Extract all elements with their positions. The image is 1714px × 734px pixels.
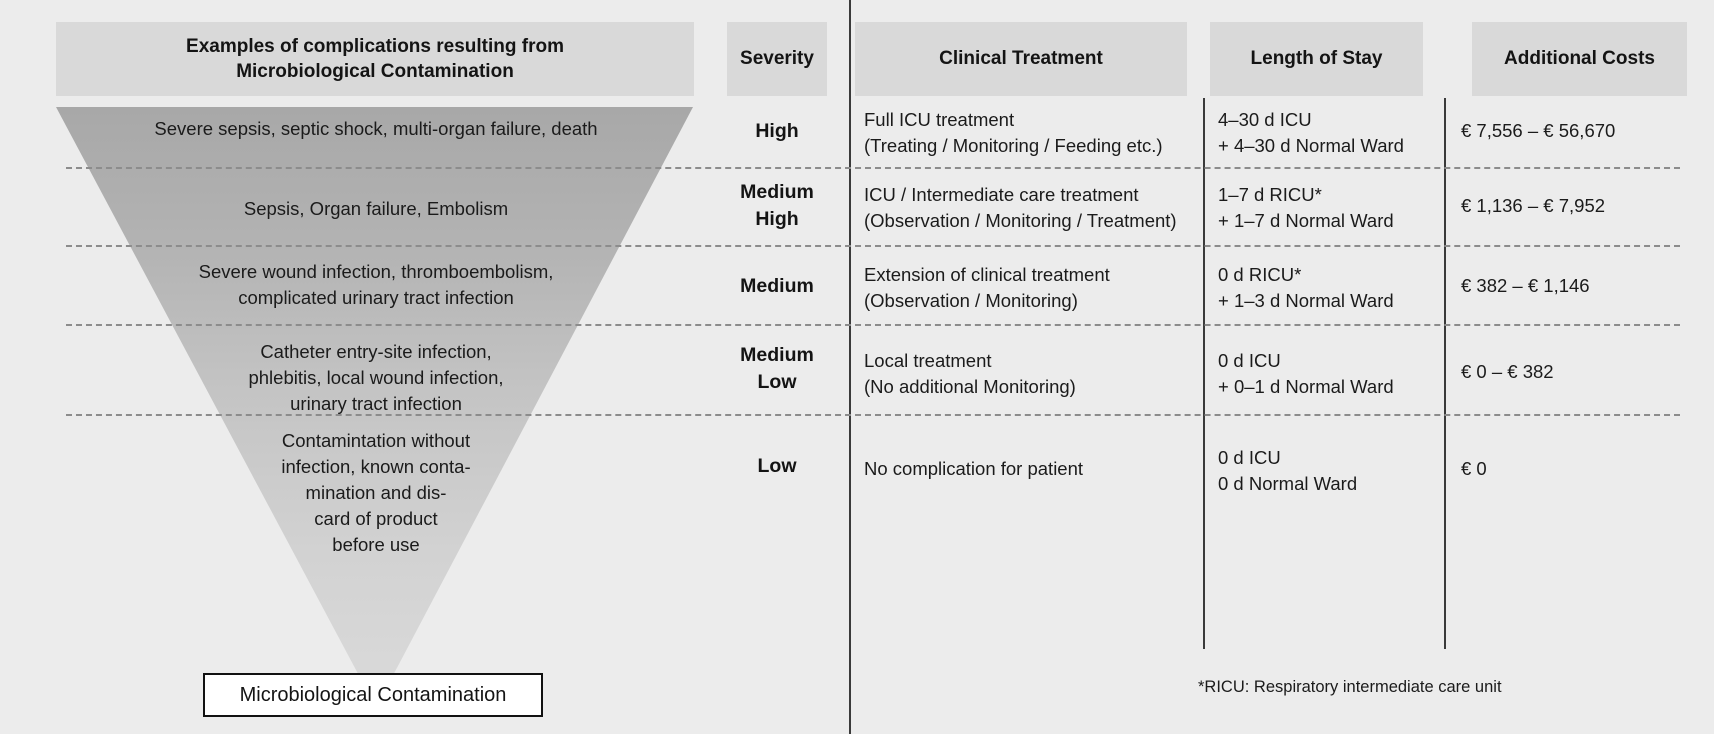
stay-line2: + 4–30 d Normal Ward [1218, 135, 1404, 157]
complication-text-line3: urinary tract infection [290, 392, 462, 414]
costs-value: € 0 [1461, 456, 1701, 482]
stay-value: 0 d RICU* + 1–3 d Normal Ward [1218, 262, 1446, 315]
costs-line1: € 7,556 – € 56,670 [1461, 120, 1616, 141]
table-row: Severe sepsis, septic shock, multi-organ… [66, 116, 686, 142]
complication-text-line1: Contamintation without [281, 430, 471, 451]
stay-value: 0 d ICU 0 d Normal Ward [1218, 445, 1446, 498]
severity-line1: Low [757, 455, 797, 477]
treatment-line1: ICU / Intermediate care treatment [864, 184, 1139, 205]
table-row: Sepsis, Organ failure, Embolism [66, 196, 686, 222]
treatment-value: Full ICU treatment (Treating / Monitorin… [864, 107, 1200, 160]
severity-value: Low [711, 453, 843, 480]
stay-line2: + 1–7 d Normal Ward [1218, 210, 1394, 232]
stay-line1: 0 d ICU [1218, 350, 1281, 371]
row-separator-4 [66, 414, 1680, 416]
complication-text-line3: mination and dis- card of product before… [305, 481, 447, 555]
stay-value: 1–7 d RICU* + 1–7 d Normal Ward [1218, 182, 1446, 235]
treatment-line2: (No additional Monitoring) [864, 376, 1076, 398]
treatment-value: Local treatment (No additional Monitorin… [864, 348, 1200, 401]
treatment-line2: (Observation / Monitoring) [864, 290, 1078, 312]
complication-text-line2: complicated urinary tract infection [238, 286, 514, 308]
row-separator-2 [66, 245, 1680, 247]
header-severity: Severity [727, 22, 827, 96]
stay-line2: + 1–3 d Normal Ward [1218, 290, 1394, 312]
treatment-line2: (Treating / Monitoring / Feeding etc.) [864, 135, 1163, 157]
header-additional-costs: Additional Costs [1472, 22, 1687, 96]
stay-line1: 1–7 d RICU* [1218, 184, 1322, 205]
severity-line2: Low [757, 370, 797, 393]
table-row: Severe wound infection, thromboembolism,… [66, 259, 686, 311]
header-length-of-stay: Length of Stay [1210, 22, 1423, 96]
bottom-label-microbiological-contamination: Microbiological Contamination [203, 673, 543, 717]
stay-line2: + 0–1 d Normal Ward [1218, 376, 1394, 398]
stay-line1: 4–30 d ICU [1218, 109, 1312, 130]
header-treatment: Clinical Treatment [855, 22, 1187, 96]
stay-line2: 0 d Normal Ward [1218, 473, 1358, 495]
costs-value: € 0 – € 382 [1461, 359, 1701, 385]
treatment-line2: (Observation / Monitoring / Treatment) [864, 210, 1177, 232]
treatment-line1: Local treatment [864, 350, 992, 371]
costs-value: € 1,136 – € 7,952 [1461, 193, 1701, 219]
costs-line1: € 0 [1461, 458, 1487, 479]
severity-line1: Medium [740, 275, 814, 297]
treatment-line1: Extension of clinical treatment [864, 264, 1110, 285]
complication-text-line1: Catheter entry-site infection, [260, 341, 492, 362]
treatment-value: Extension of clinical treatment (Observa… [864, 262, 1200, 315]
severity-value: Medium [711, 273, 843, 300]
costs-line1: € 1,136 – € 7,952 [1461, 195, 1606, 216]
costs-line1: € 382 – € 1,146 [1461, 275, 1590, 296]
stay-value: 4–30 d ICU + 4–30 d Normal Ward [1218, 107, 1446, 160]
stay-line1: 0 d ICU [1218, 447, 1281, 468]
stay-line1: 0 d RICU* [1218, 264, 1302, 285]
header-complications: Examples of complications resulting from… [56, 22, 694, 96]
header-complications-line2: Microbiological Contamination [236, 61, 514, 82]
row-separator-3 [66, 324, 1680, 326]
vertical-divider-costs [1444, 98, 1446, 649]
costs-line1: € 0 – € 382 [1461, 361, 1554, 382]
costs-value: € 382 – € 1,146 [1461, 273, 1701, 299]
severity-value: Medium Low [711, 342, 843, 395]
row-separator-1 [66, 167, 1680, 169]
vertical-divider-stay [1203, 98, 1205, 649]
complication-text-line2: infection, known conta- [281, 455, 471, 477]
header-complications-line1: Examples of complications resulting from [186, 35, 564, 57]
table-row: Contamintation without infection, known … [66, 428, 686, 557]
treatment-line1: Full ICU treatment [864, 109, 1015, 130]
severity-line1: Medium [740, 181, 814, 203]
complication-text-line1: Severe wound infection, thromboembolism, [198, 261, 554, 282]
table-row: Catheter entry-site infection, phlebitis… [66, 339, 686, 417]
severity-value: High [711, 118, 843, 145]
treatment-value: No complication for patient [864, 456, 1200, 482]
footnote-ricu: *RICU: Respiratory intermediate care uni… [1198, 678, 1502, 696]
complication-text-line2: phlebitis, local wound infection, [248, 366, 504, 388]
severity-line1: Medium [740, 344, 814, 366]
complication-text-line1: Severe sepsis, septic shock, multi-organ… [154, 118, 598, 139]
severity-value: Medium High [711, 179, 843, 232]
stay-value: 0 d ICU + 0–1 d Normal Ward [1218, 348, 1446, 401]
treatment-value: ICU / Intermediate care treatment (Obser… [864, 182, 1200, 235]
vertical-divider-main [849, 0, 851, 734]
treatment-line1: No complication for patient [864, 458, 1084, 479]
severity-line2: High [755, 207, 799, 230]
severity-line1: High [755, 120, 799, 142]
complication-text-line1: Sepsis, Organ failure, Embolism [243, 198, 509, 219]
costs-value: € 7,556 – € 56,670 [1461, 118, 1701, 144]
